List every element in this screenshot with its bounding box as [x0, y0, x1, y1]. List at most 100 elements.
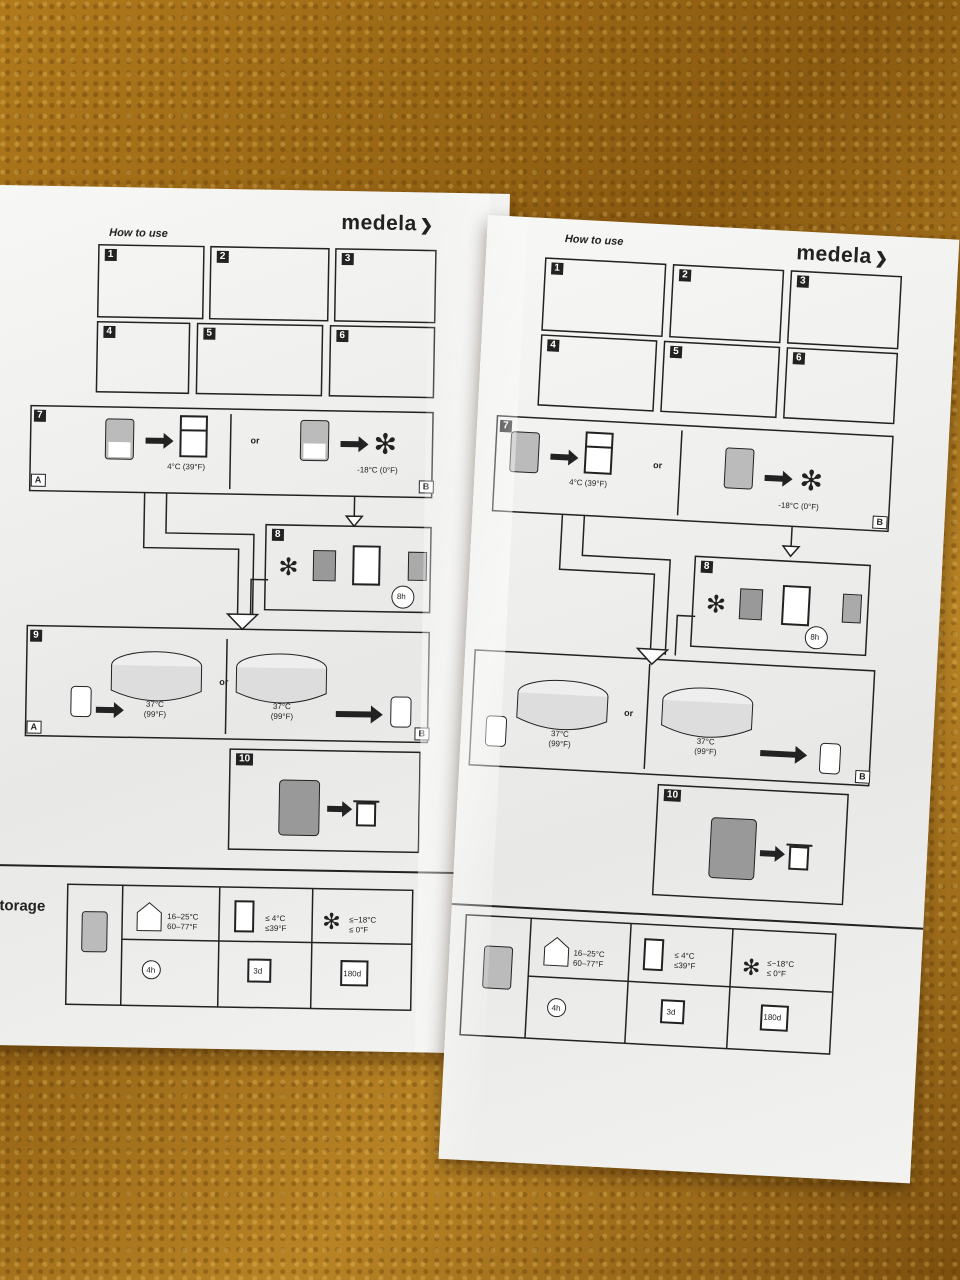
or-label: or	[623, 707, 634, 719]
snowflake-icon: ✻	[373, 429, 397, 460]
right-package-instructions-graphic: ✻ ✻ ✻	[451, 257, 924, 1055]
snowflake-icon: ✻	[741, 954, 761, 980]
warm-temp-c: 37°C	[145, 699, 164, 709]
step-number: 1	[550, 262, 564, 275]
freezer-temp-label: -18°C (0°F)	[357, 465, 398, 475]
step-number: 5	[669, 345, 682, 359]
room-temp-f: 60–77°F	[572, 958, 604, 970]
room-temp-c: 16–25°C	[167, 912, 199, 922]
down-arrow-icon	[344, 515, 364, 528]
brand-logo: medela❯	[796, 241, 889, 270]
down-arrow-icon	[225, 613, 260, 631]
step-1-panel	[96, 243, 205, 320]
pot-icon	[110, 651, 203, 702]
fridge-icon	[780, 584, 812, 627]
house-thermometer-icon	[136, 902, 162, 932]
step-number: 2	[678, 269, 691, 282]
path-a-tab: A	[26, 720, 42, 734]
step-2-panel	[208, 245, 330, 322]
bag-icon	[708, 817, 758, 881]
step-number: 10	[663, 789, 682, 802]
brand-name: medela	[341, 210, 417, 236]
fridge-icon	[583, 431, 614, 475]
step-number: 3	[341, 252, 354, 266]
step-number: 4	[546, 339, 560, 352]
bag-icon	[841, 593, 863, 624]
arrow-icon	[95, 702, 124, 719]
freezer-time: 180d	[763, 1012, 782, 1023]
snowflake-icon: ✻	[322, 909, 341, 934]
warm-temp-c: 37°C	[272, 701, 291, 712]
fridge-icon	[352, 545, 381, 586]
bottle-icon	[818, 742, 842, 775]
brand-name: medela	[795, 241, 873, 269]
room-temp-f: 60–77°F	[167, 922, 198, 932]
fridge-le-c: ≤ 4°C	[674, 950, 695, 961]
fridge-temp-label: 4°C (39°F)	[568, 477, 608, 489]
pot-icon	[235, 653, 328, 704]
fridge-le-c: ≤ 4°C	[265, 913, 286, 924]
step-10-panel	[227, 748, 421, 854]
calendar-icon	[340, 960, 369, 987]
fridge-icon	[642, 938, 665, 972]
fridge-icon	[179, 415, 209, 458]
calendar-icon	[659, 999, 686, 1025]
arrow-icon	[764, 470, 793, 487]
step-number: 10	[235, 753, 254, 766]
bag-icon	[81, 911, 108, 953]
or-label: or	[652, 459, 663, 471]
down-arrow-icon	[781, 545, 801, 558]
snowflake-icon: ✻	[799, 465, 824, 497]
thaw-time-label: 8h	[810, 632, 820, 642]
freezer-le-c: ≤−18°C	[766, 958, 795, 970]
clock-icon	[141, 960, 161, 980]
or-label: or	[219, 676, 229, 688]
step-3-panel	[786, 270, 903, 350]
step-4-panel	[537, 334, 658, 412]
storage-title: Storage	[0, 896, 46, 915]
freezer-time: 180d	[343, 969, 362, 979]
step-number: 2	[216, 250, 229, 263]
room-time: 4h	[551, 1003, 561, 1013]
bag-icon	[278, 779, 321, 837]
bag-icon	[723, 447, 755, 490]
room-temp-c: 16–25°C	[573, 948, 605, 960]
down-arrow-icon	[635, 647, 670, 666]
warm-temp-f: (99°F)	[693, 746, 717, 757]
arrow-icon	[335, 705, 383, 724]
step-10-panel	[651, 783, 849, 906]
step-2-panel	[669, 263, 785, 344]
thaw-time-label: 8h	[396, 591, 406, 602]
bag-icon	[738, 588, 764, 621]
step-number: 5	[203, 327, 216, 340]
clock-icon	[547, 998, 567, 1018]
step-5-panel	[195, 322, 324, 397]
snowflake-icon: ✻	[278, 554, 299, 581]
how-to-use-header: How to use	[109, 226, 168, 240]
freezer-le-f: ≤ 0°F	[766, 968, 787, 979]
calendar-icon	[759, 1004, 790, 1032]
path-b-tab: B	[872, 515, 888, 530]
path-b-tab: B	[854, 769, 870, 784]
step-1-panel	[541, 257, 667, 338]
trash-icon	[786, 843, 813, 871]
fridge-time: 3d	[666, 1007, 676, 1017]
calendar-icon	[247, 958, 272, 983]
freezer-le-f: ≤ 0°F	[348, 925, 369, 935]
storage-table	[64, 883, 414, 1012]
clock-icon	[391, 585, 415, 609]
path-a-tab: A	[30, 473, 46, 487]
warm-temp-f: (99°F)	[548, 738, 571, 750]
arrow-icon	[760, 745, 808, 764]
snowflake-icon: ✻	[705, 591, 726, 619]
right-package: ✻ ✻ ✻ How to use medela❯ 1 2 3 4 5 6 7 8…	[438, 215, 960, 1184]
step-number: 6	[792, 352, 805, 365]
freezer-le-c: ≤−18°C	[349, 915, 377, 925]
step-number: 6	[336, 329, 349, 343]
bag-icon	[312, 550, 337, 582]
arrow-icon	[550, 449, 579, 466]
clock-icon	[804, 626, 828, 650]
warm-temp-c: 37°C	[696, 736, 715, 747]
arrow-icon	[759, 845, 785, 862]
fridge-time: 3d	[253, 966, 263, 976]
